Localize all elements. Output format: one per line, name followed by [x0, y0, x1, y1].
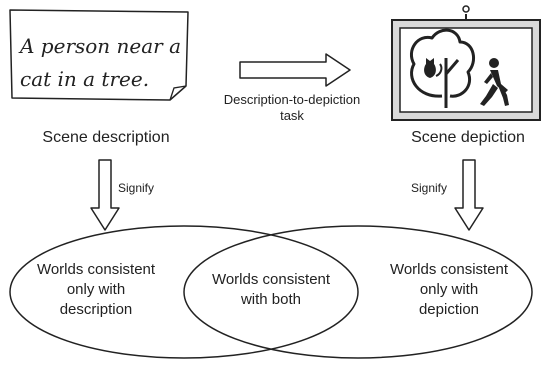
description-worlds-ellipse — [9, 225, 359, 359]
region-middle-line-2: with both — [240, 291, 301, 308]
description-note: A person near a cat in a tree. — [9, 9, 189, 101]
signify-label-left: Signify — [118, 181, 154, 195]
task-label-line-1: Description-to-depiction — [224, 92, 361, 107]
depiction-worlds-ellipse — [183, 225, 533, 359]
tree-icon — [409, 28, 476, 108]
task-arrow — [239, 53, 351, 87]
region-right-line-1: Worlds consistent — [390, 261, 509, 278]
signify-arrow-left — [90, 159, 120, 231]
region-middle-line-1: Worlds consistent — [212, 271, 331, 288]
region-right-line-2: only with — [420, 281, 478, 298]
cat-icon — [424, 58, 443, 78]
signify-label-right: Signify — [411, 181, 447, 195]
framed-picture-icon — [391, 5, 541, 121]
region-right-line-3: depiction — [419, 301, 479, 318]
task-label-line-2: task — [280, 108, 304, 123]
scene-description-label: Scene description — [42, 129, 169, 146]
region-left-line-1: Worlds consistent — [37, 261, 156, 278]
region-left-line-2: only with — [67, 281, 125, 298]
note-line-1: A person near a — [18, 34, 181, 58]
note-line-2: cat in a tree. — [20, 67, 149, 91]
walking-person-icon — [480, 58, 509, 106]
scene-depiction-label: Scene depiction — [411, 129, 525, 146]
region-left-line-3: description — [60, 301, 133, 318]
signify-arrow-right — [454, 159, 484, 231]
